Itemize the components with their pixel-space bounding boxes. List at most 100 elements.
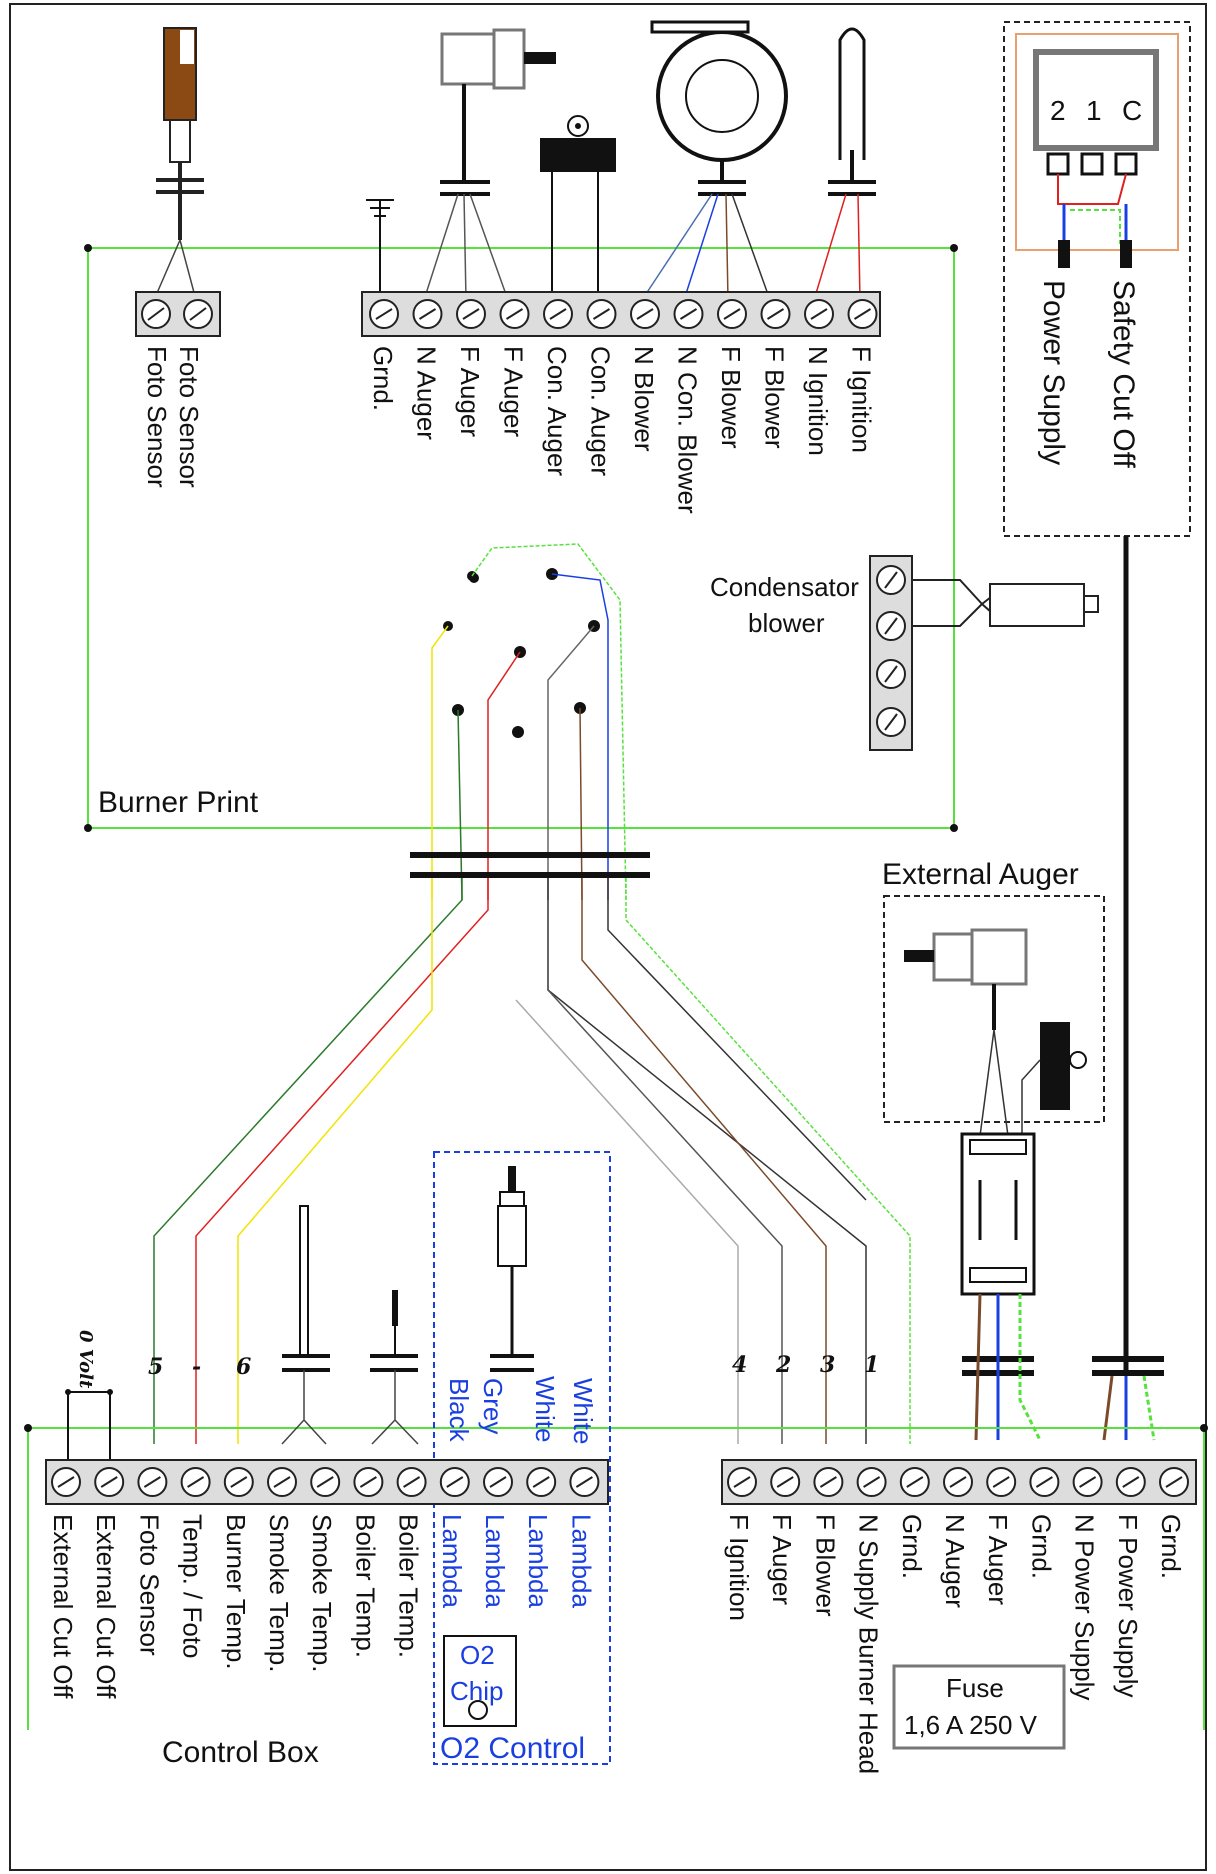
control-terminal-label: F Ignition — [724, 1514, 754, 1621]
relay-pin-c: C — [1122, 95, 1142, 126]
control-terminal-screw — [180, 1467, 211, 1497]
lambda-wire-white-1: White — [530, 1376, 560, 1442]
safety-cutoff-frame — [1003, 21, 1191, 537]
control-terminal-screw — [856, 1467, 887, 1497]
o2-chip-label-1: O2 — [460, 1640, 495, 1670]
control-terminal-label: F Auger — [767, 1514, 797, 1605]
burner-print-title: Burner Print — [98, 786, 259, 819]
control-terminal-label: Smoke Temp. — [264, 1514, 294, 1672]
control-terminal-label: N Auger — [940, 1514, 970, 1608]
safety-cutoff-label: Safety Cut Off — [1107, 280, 1140, 469]
foto-sensor-device — [153, 27, 204, 301]
foto-terminal-block — [135, 291, 221, 337]
burner-terminal-label: N Blower — [629, 346, 659, 452]
burner-terminal-screw — [717, 299, 747, 329]
control-terminal-screw — [396, 1467, 427, 1497]
control-terminal-label: N Power Supply — [1070, 1514, 1100, 1700]
o2-control — [433, 1151, 611, 1765]
boiler-temp-sensor-icon — [370, 1290, 419, 1445]
control-terminal-label: Burner Temp. — [221, 1514, 251, 1670]
control-terminal-label: Lambda — [437, 1514, 467, 1608]
foto-term-label-1: Foto Sensor — [142, 346, 172, 488]
burner-terminal-screw — [412, 299, 443, 329]
zero-volt-label: 0 Volt — [75, 1330, 96, 1389]
control-terminal-screw — [267, 1467, 297, 1497]
control-terminal-label: Grnd. — [1156, 1514, 1186, 1579]
control-terminal-screw — [986, 1467, 1017, 1497]
condensator-label-1: Condensator — [710, 572, 859, 602]
blower-fan-icon — [641, 20, 788, 301]
relay-pin-2: 2 — [1050, 95, 1066, 126]
control-terminal-screw — [526, 1467, 557, 1497]
burner-terminal-screw — [760, 299, 791, 329]
control-terminal-screw — [1115, 1467, 1146, 1497]
control-terminal-label: Lambda — [523, 1514, 553, 1608]
control-terminal-label: External Cut Off — [91, 1514, 121, 1699]
condensator-label-2: blower — [748, 608, 825, 638]
burner-terminal-screw — [804, 299, 834, 329]
lambda-wire-grey: Grey — [478, 1378, 508, 1434]
lambda-wire-white-2: White — [568, 1378, 598, 1444]
burner-terminal-screw — [456, 299, 486, 329]
burner-terminal-label: Grnd. — [368, 346, 398, 411]
burner-print-board — [87, 247, 955, 829]
burner-terminal-screw — [586, 299, 617, 329]
burner-terminal-label: N Con. Blower — [673, 346, 703, 514]
burner-terminal-screw — [369, 299, 399, 329]
wire-number: 5 — [148, 1354, 163, 1380]
wire-number: 6 — [236, 1354, 251, 1380]
cable-gland — [410, 852, 650, 878]
o2-chip-box — [443, 1635, 517, 1727]
burner-to-control-cables — [153, 878, 911, 1444]
wire-number: - — [192, 1354, 201, 1380]
control-terminal-screw — [137, 1467, 168, 1497]
fuse-box — [892, 1664, 1066, 1750]
wire-number: 3 — [820, 1352, 835, 1378]
foto-term-label-2: Foto Sensor — [174, 346, 204, 488]
safety-cutoff — [1003, 21, 1191, 1370]
burner-terminal-block — [361, 291, 881, 337]
control-terminal-label: Temp. / Foto — [178, 1514, 208, 1659]
burner-terminal-label: Con. Auger — [586, 346, 616, 476]
burner-terminal-screw — [847, 299, 878, 329]
con-auger-switch-icon — [540, 115, 616, 300]
control-terminal-screw — [223, 1467, 254, 1497]
condensator-blower-icon — [912, 579, 1099, 627]
burner-terminal-label: F Ignition — [847, 346, 877, 453]
wire-number: 4 — [732, 1352, 747, 1378]
control-terminal-screw — [770, 1467, 801, 1497]
control-terminal-screw — [1072, 1467, 1103, 1497]
control-terminal-screw — [483, 1467, 513, 1497]
auger-motor-icon — [423, 28, 556, 301]
control-terminal-screw — [569, 1467, 600, 1497]
control-terminal-label: Grnd. — [1026, 1514, 1056, 1579]
control-terminal-label: Foto Sensor — [134, 1514, 164, 1656]
relay-pin-1: 1 — [1086, 95, 1102, 126]
control-terminal-screw — [439, 1467, 470, 1497]
burner-print: Burner Print — [84, 244, 958, 832]
burner-terminal-label: Con. Auger — [542, 346, 572, 476]
control-terminal-label: External Cut Off — [48, 1514, 78, 1699]
control-terminal-label: Boiler Temp. — [394, 1514, 424, 1658]
control-terminal-screw — [1159, 1467, 1189, 1497]
control-terminal-screw — [1029, 1467, 1060, 1497]
burner-internal-wiring — [431, 543, 627, 901]
control-box-board — [24, 1424, 1208, 1730]
condensator-terminal-block — [869, 555, 913, 751]
control-terminal-screw — [94, 1467, 125, 1497]
burner-terminal-screw — [630, 299, 660, 329]
outer-frame — [9, 3, 1207, 1871]
control-terminal-screw — [943, 1467, 973, 1497]
burner-terminal-label: N Ignition — [803, 346, 833, 456]
fuse-rating: 1,6 A 250 V — [904, 1710, 1038, 1740]
control-terminal-screw — [51, 1467, 81, 1497]
control-terminal-label: F Blower — [810, 1514, 840, 1617]
o2-chip-label-2: Chip — [450, 1676, 503, 1706]
smoke-temp-sensor-icon — [281, 1205, 330, 1445]
control-terminal-label: Lambda — [480, 1514, 510, 1608]
external-auger — [883, 895, 1105, 1441]
o2-control-title: O2 Control — [440, 1732, 585, 1765]
burner-terminal-screw — [673, 299, 704, 329]
control-terminal-screw — [310, 1467, 341, 1497]
